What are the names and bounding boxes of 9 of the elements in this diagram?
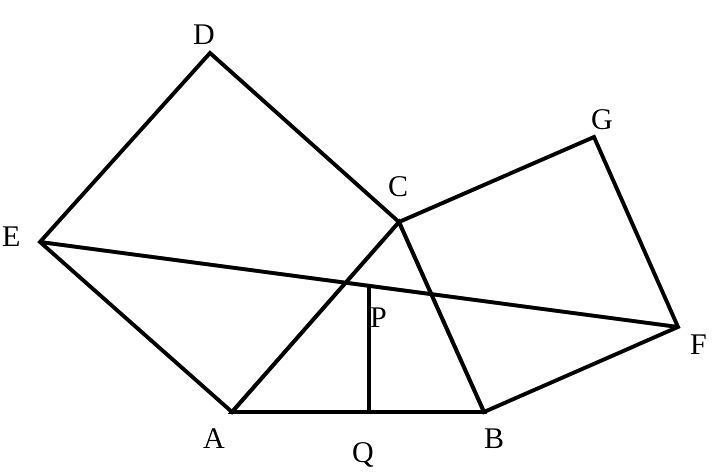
point-label: D (193, 20, 215, 50)
point-label: P (370, 303, 387, 333)
point-label: G (591, 105, 613, 135)
point-label: B (484, 424, 504, 454)
point-label: E (2, 222, 20, 252)
point-label: Q (352, 438, 374, 468)
point-label: A (203, 424, 225, 454)
point-label: F (690, 330, 707, 360)
point-label: C (388, 172, 408, 202)
